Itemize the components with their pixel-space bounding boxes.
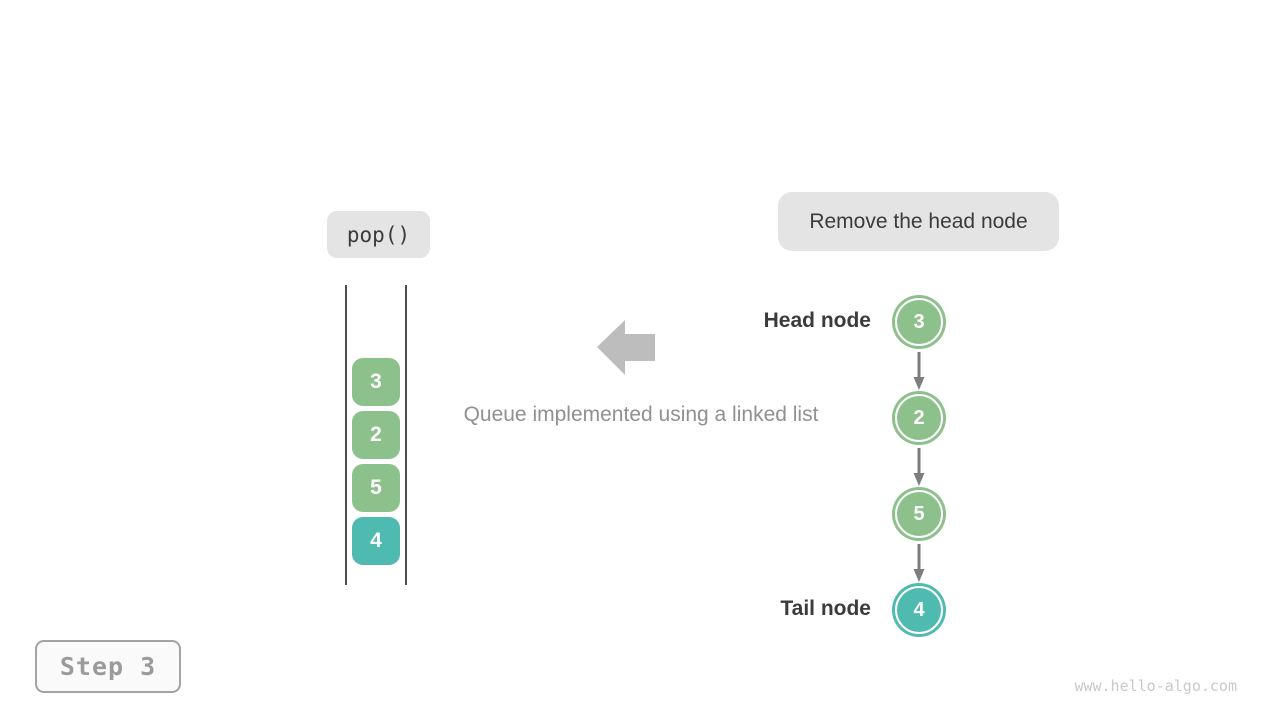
annotation-label-text: Remove the head node [809, 209, 1028, 233]
queue-channel-right-line [405, 285, 407, 585]
annotation-label: Remove the head node [778, 192, 1059, 251]
left-arrow-icon [597, 320, 655, 375]
operation-label-text: pop() [346, 222, 411, 247]
down-arrow-icon [913, 544, 925, 582]
queue-items: 3 2 5 4 [352, 358, 400, 565]
list-node: 3 [895, 298, 943, 346]
down-arrow-icon [913, 352, 925, 390]
queue-item: 2 [352, 411, 400, 459]
caption-text: Queue implemented using a linked list [463, 403, 819, 426]
list-node: 5 [895, 490, 943, 538]
list-node: 2 [895, 394, 943, 442]
queue-item: 5 [352, 464, 400, 512]
tail-node-label: Tail node [780, 597, 871, 620]
head-node-label: Head node [763, 309, 871, 332]
watermark-text: www.hello-algo.com [1074, 677, 1237, 695]
operation-label: pop() [327, 211, 430, 258]
list-node: 4 [895, 586, 943, 634]
step-badge: Step 3 [35, 640, 181, 693]
down-arrow-icon [913, 448, 925, 486]
queue-item: 4 [352, 517, 400, 565]
step-badge-text: Step 3 [59, 652, 157, 681]
queue-channel-left-line [345, 285, 347, 585]
queue-item: 3 [352, 358, 400, 406]
